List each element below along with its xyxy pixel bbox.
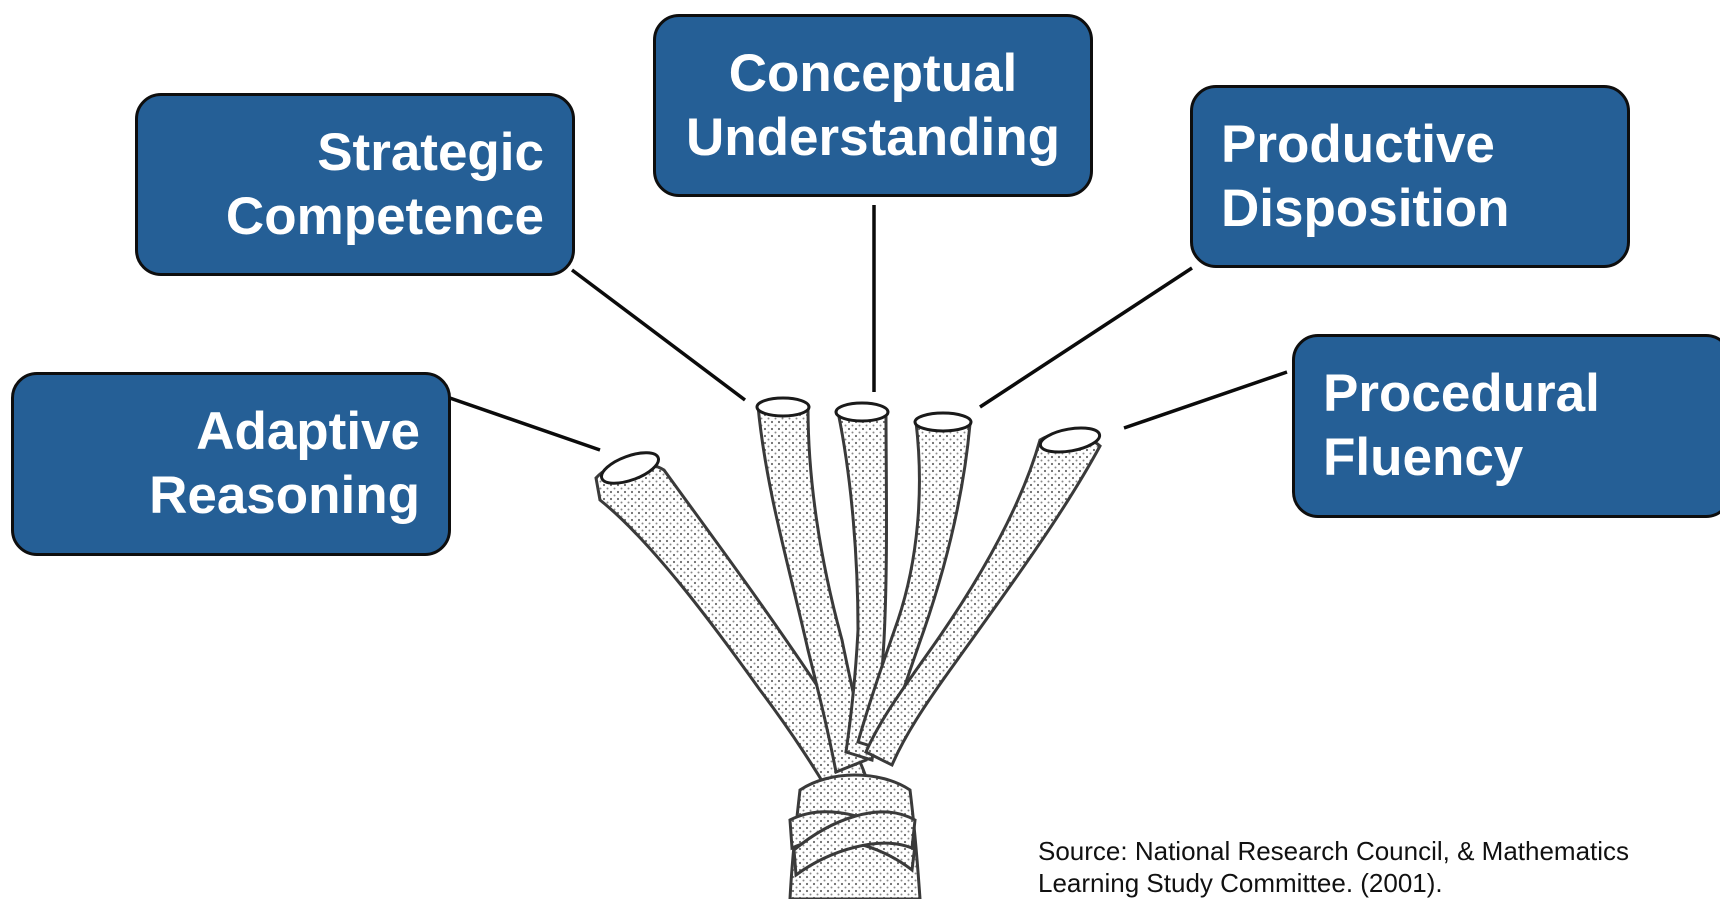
strand-label-line2: Disposition [1221,178,1510,238]
strand-adaptive [594,460,872,815]
source-line2: Learning Study Committee. (2001). [1038,868,1443,898]
strand-box-productive-disposition: Productive Disposition [1190,85,1630,268]
strand-label-line1: Strategic [317,122,544,182]
strand-label-line1: Conceptual [728,43,1018,103]
strand-label-line1: Productive [1221,114,1495,174]
strand-end-procedural [1038,426,1102,454]
strand-label-line2: Understanding [686,107,1060,167]
connector-lines [417,205,1288,452]
connector-productive [979,266,1193,409]
strand-label-line1: Adaptive [196,402,420,461]
strand-ends [600,396,1102,485]
strand-end-strategic [755,396,811,418]
strand-end-adaptive [600,451,660,485]
strand-end-productive [913,411,973,433]
strand-end-conceptual [834,401,890,423]
strand-procedural [864,432,1102,768]
source-line1: Source: National Research Council, & Mat… [1038,836,1630,866]
strand-label-line2: Fluency [1323,428,1524,487]
connector-strategic [570,268,747,402]
strand-box-procedural-fluency: Procedural Fluency [1292,334,1720,518]
braid-twist-2 [792,810,917,878]
strand-box-strategic-competence: Strategic Competence [135,93,575,276]
strand-label-line2: Reasoning [149,466,420,525]
strand-box-adaptive-reasoning: Adaptive Reasoning [11,372,451,556]
connector-procedural [1123,370,1288,430]
source-citation: Source: National Research Council, & Mat… [1038,835,1718,899]
strand-box-conceptual-understanding: Conceptual Understanding [653,14,1093,197]
strand-label-line2: Competence [225,186,544,246]
rope-strands [594,398,1102,899]
strand-label-line1: Procedural [1323,364,1600,423]
